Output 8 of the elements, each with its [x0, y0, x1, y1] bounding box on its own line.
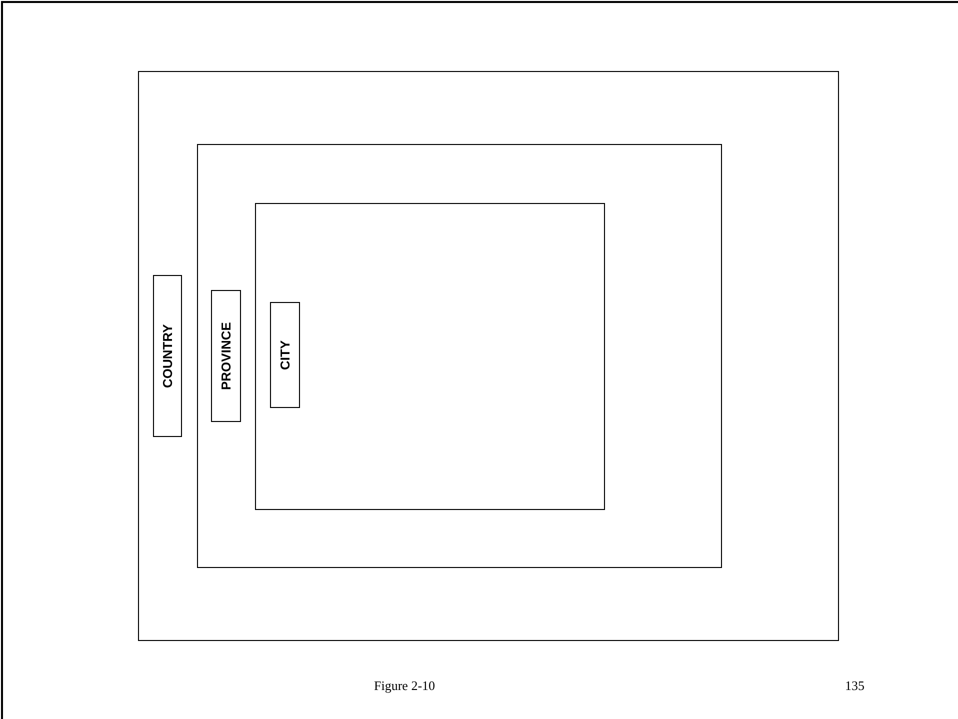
figure-caption: Figure 2-10	[374, 678, 436, 694]
page-number: 135	[845, 678, 864, 694]
region-boundary	[197, 144, 722, 568]
region-label: PROVINCE	[211, 290, 241, 422]
region-label: CITY	[270, 302, 300, 408]
region-boundary	[138, 71, 839, 641]
region-boundary	[255, 203, 605, 510]
region-label: COUNTRY	[153, 275, 182, 437]
